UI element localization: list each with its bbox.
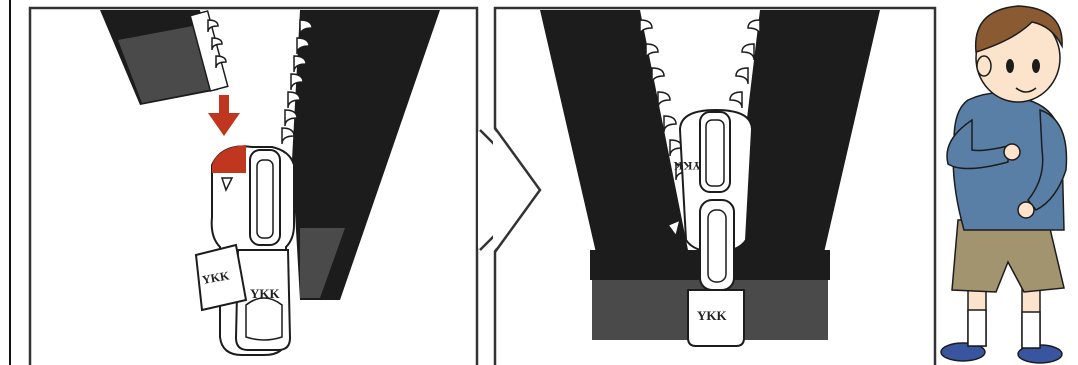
boy-character	[940, 5, 1068, 364]
panel-1-step-insert-pin: YKK YKK	[28, 6, 479, 365]
tag-brand-label: YKK	[201, 268, 231, 287]
zipper-teeth-right	[281, 19, 313, 145]
hair	[974, 5, 1063, 53]
tape-stop-right	[300, 228, 345, 298]
ear	[976, 55, 992, 77]
zipper-pin-left	[189, 10, 229, 92]
triangle-marker-icon-2	[666, 218, 682, 238]
pin-box-highlight	[212, 145, 246, 173]
down-arrow-icon	[208, 95, 240, 136]
eye-right	[1032, 59, 1040, 73]
smile	[1015, 87, 1037, 93]
zipper-tape-right	[292, 10, 440, 300]
tab-brand-label-2: YKK	[697, 308, 728, 323]
slider-brand-label: YKK	[250, 286, 281, 301]
panel-2-step-closed-zipper: YKK YKK	[493, 6, 937, 365]
triangle-marker-icon	[220, 177, 234, 192]
slider-brand-label-2: YKK	[673, 159, 701, 173]
hand-right	[1017, 201, 1035, 219]
arm-right	[1027, 108, 1068, 211]
zipper-tag: YKK	[194, 243, 248, 312]
eye-left	[1006, 59, 1014, 73]
arm-left	[946, 118, 1009, 170]
shorts	[951, 219, 1065, 293]
zipper-slider-2: YKK YKK	[666, 108, 754, 347]
hand-left	[1003, 143, 1021, 161]
tape-stop-left	[118, 25, 218, 103]
left-shoe	[940, 342, 986, 362]
zipper-tape-right-2	[730, 10, 880, 270]
zipper-slider: YKK	[210, 145, 295, 356]
